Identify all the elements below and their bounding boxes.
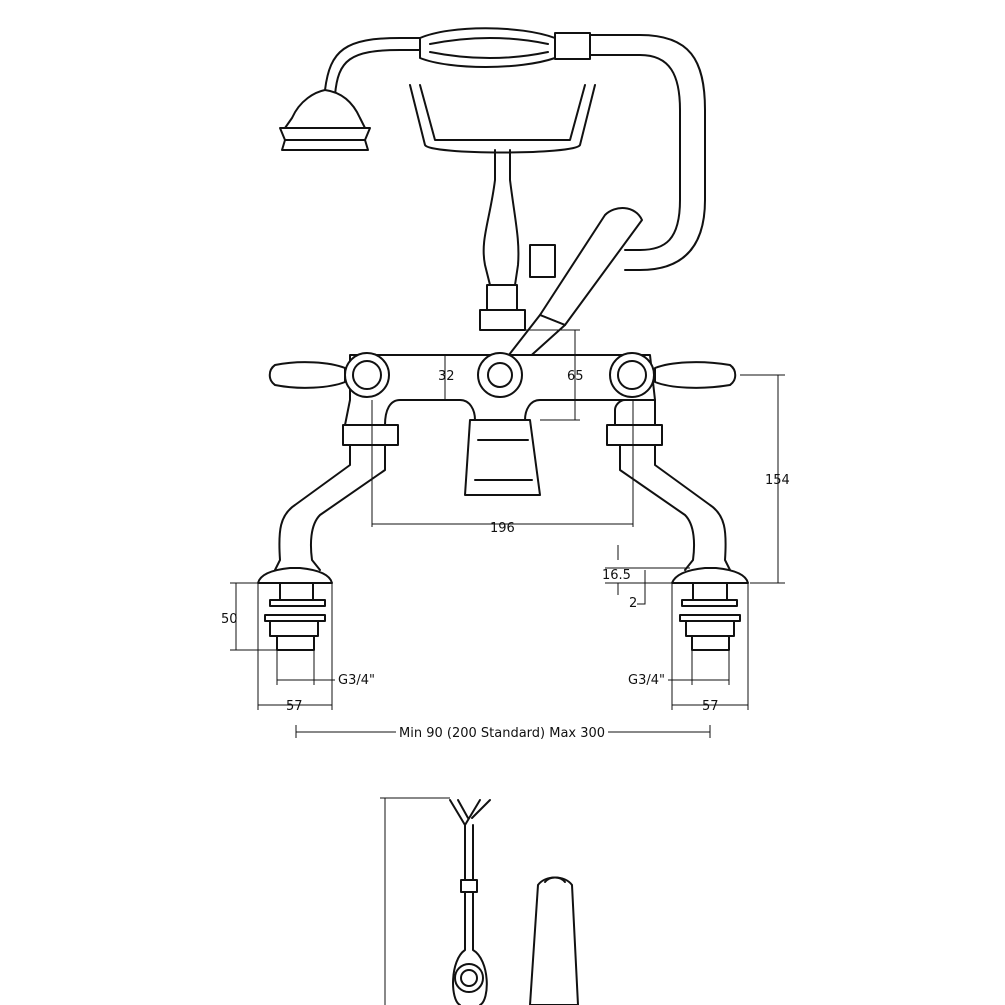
dim-16-5: 16.5 xyxy=(602,568,631,583)
diverter xyxy=(479,207,643,371)
dim-deck-spacing: Min 90 (200 Standard) Max 300 xyxy=(399,726,605,741)
right-tail xyxy=(679,582,741,651)
dimension-labels: 32 65 154 196 16.5 2 50 G3/4" G3/4" 57 5… xyxy=(221,369,790,741)
shower-hose xyxy=(324,34,706,271)
dim-thread-right: G3/4" xyxy=(628,673,665,688)
dim-50: 50 xyxy=(221,612,238,627)
dim-196: 196 xyxy=(490,521,515,536)
dim-2: 2 xyxy=(629,596,637,611)
dim-57-right: 57 xyxy=(702,699,719,714)
left-tail xyxy=(264,582,326,651)
handset-cradle xyxy=(409,84,596,286)
legs xyxy=(257,424,749,651)
dim-57-left: 57 xyxy=(286,699,303,714)
dim-32: 32 xyxy=(438,369,455,384)
shower-handset xyxy=(279,27,591,151)
dimension-lines xyxy=(230,329,785,1005)
side-view xyxy=(449,799,579,1005)
dim-65: 65 xyxy=(567,369,584,384)
dim-thread-left: G3/4" xyxy=(338,673,375,688)
dim-154: 154 xyxy=(765,473,790,488)
mixer-body xyxy=(268,352,737,496)
